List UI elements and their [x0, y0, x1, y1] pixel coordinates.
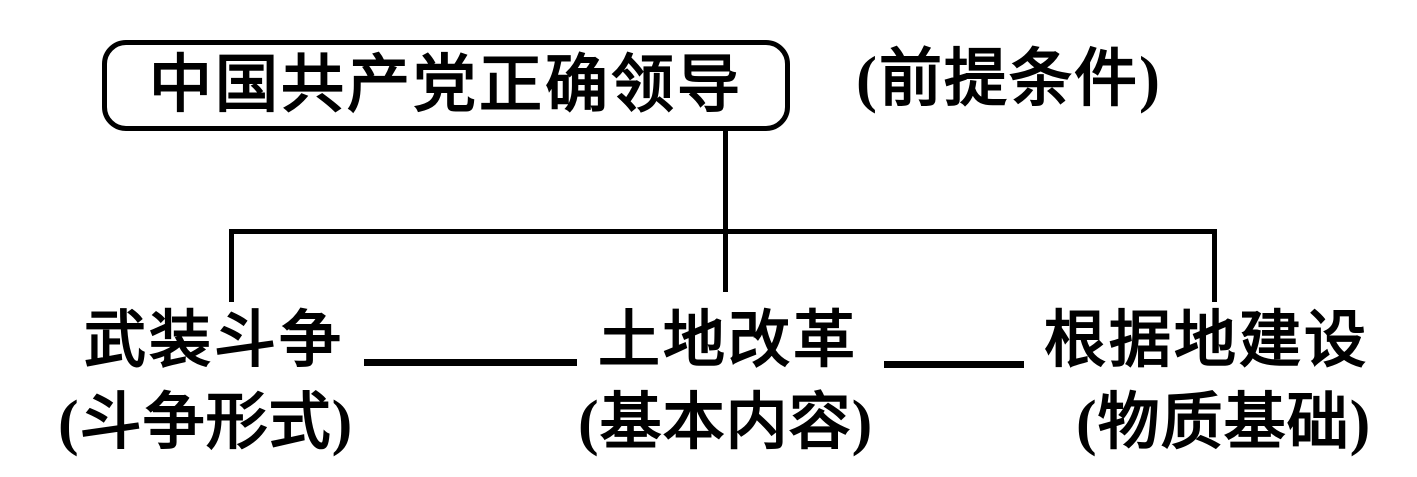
blank-fill-line-1 [364, 359, 577, 366]
connector-root-vertical-line [723, 131, 728, 292]
branch-armed-struggle-label: 武装斗争 [84, 307, 345, 375]
branch-land-reform-annotation: (基本内容) [578, 389, 874, 457]
connector-horizontal-line [229, 229, 1217, 234]
branch-base-area-construction-label: 根据地建设 [1044, 307, 1370, 375]
root-node-box: 中国共产党正确领导 [102, 40, 790, 131]
root-node-label: 中国共产党正确领导 [149, 50, 743, 120]
connector-right-vertical-line [1212, 229, 1217, 302]
branch-base-area-construction-annotation: (物质基础) [1076, 389, 1372, 457]
blank-fill-line-2 [884, 361, 1024, 368]
branch-land-reform-label: 土地改革 [598, 307, 859, 375]
connector-left-vertical-line [229, 229, 234, 302]
root-annotation: (前提条件) [856, 44, 1162, 114]
branch-armed-struggle-annotation: (斗争形式) [58, 389, 354, 457]
